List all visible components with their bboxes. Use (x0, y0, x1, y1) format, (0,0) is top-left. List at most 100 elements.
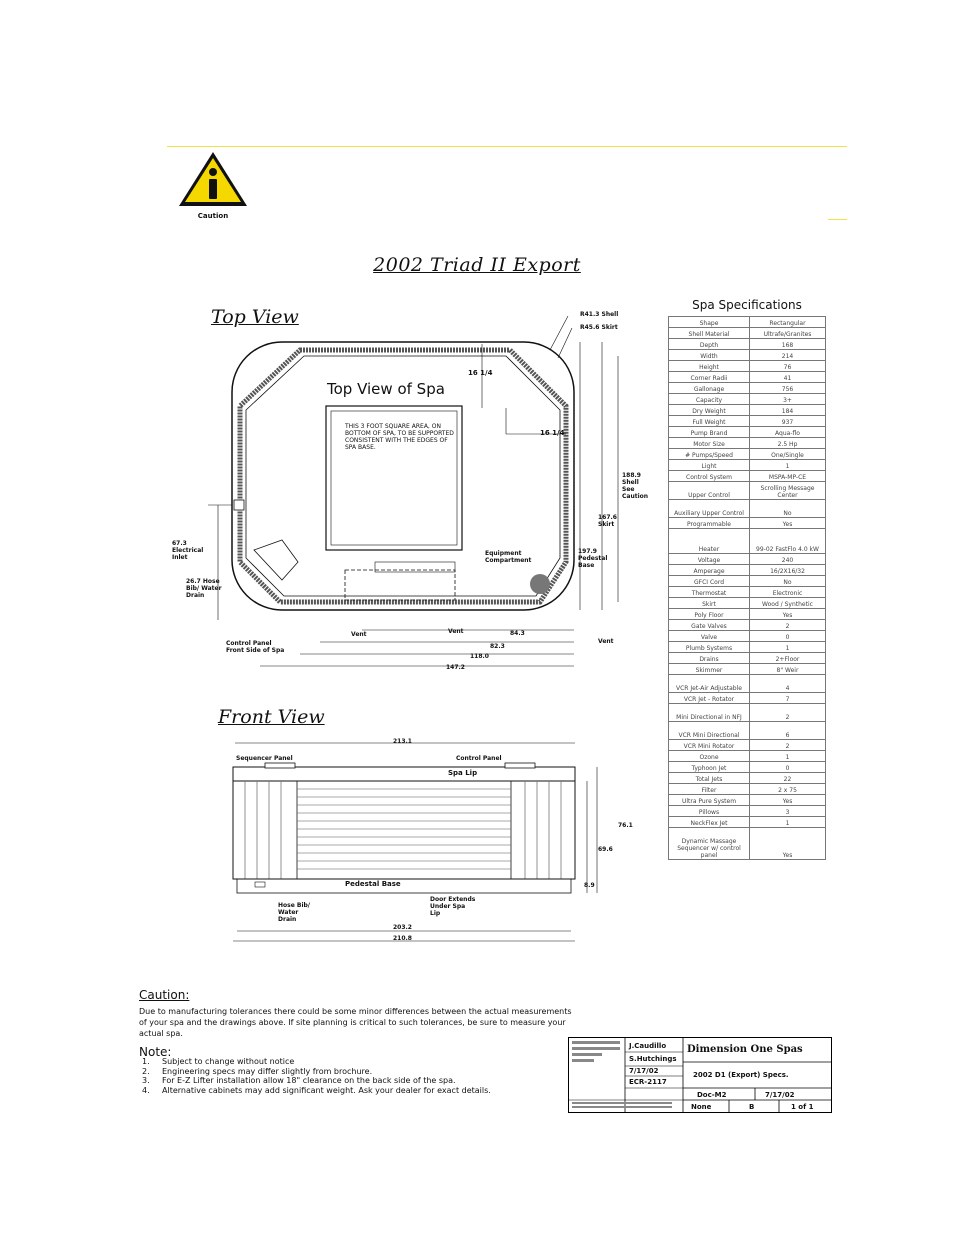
title-block-engineer: S.Hutchings (629, 1055, 677, 1063)
spec-value: 22 (749, 772, 826, 784)
spec-name: Gate Valves (668, 619, 750, 631)
width-203: 203.2 (393, 924, 412, 931)
width-210: 210.8 (393, 935, 412, 942)
spec-value: No (749, 575, 826, 587)
spec-name: VCR Mini Directional (668, 721, 750, 740)
spec-value: Scrolling Message Center (749, 481, 826, 500)
spec-value: 0 (749, 630, 826, 642)
dim-84: 84.3 (510, 630, 525, 637)
spec-value: Yes (749, 827, 826, 860)
spec-value: Yes (749, 608, 826, 620)
sequencer-panel-label: Sequencer Panel (236, 755, 293, 762)
note-item: 4.Alternative cabinets may add significa… (142, 1085, 491, 1095)
spec-name: Mini Directional in NFJ (668, 703, 750, 722)
title-block-rev: B (749, 1103, 755, 1111)
shell-radius-label: R41.3 Shell (580, 311, 619, 318)
caution-text: Due to manufacturing tolerances there co… (139, 1007, 572, 1038)
note-item: 2.Engineering specs may differ slightly … (142, 1066, 373, 1076)
spec-name: Full Weight (668, 415, 750, 427)
spec-name: Poly Floor (668, 608, 750, 620)
dim-82: 82.3 (490, 643, 505, 650)
spec-value: Electronic (749, 586, 826, 598)
title-block-drawing: Doc-M2 (697, 1091, 727, 1099)
spec-name: Typhoon Jet (668, 761, 750, 773)
spec-value: 184 (749, 404, 826, 416)
dim-16-a: 16 1/4 (468, 369, 493, 377)
spec-value: 6 (749, 721, 826, 740)
title-block-scale: None (691, 1103, 712, 1111)
spec-value: 16/2X16/32 (749, 564, 826, 576)
top-view-drawing (208, 315, 619, 667)
title-block-date-2: 7/17/02 (765, 1091, 795, 1099)
spec-value: Yes (749, 794, 826, 806)
note-item: 1.Subject to change without notice (142, 1057, 295, 1066)
title-block-company: Dimension One Spas (687, 1044, 803, 1055)
front-overall-width: 213.1 (393, 738, 412, 745)
spec-name: Upper Control (668, 481, 750, 500)
control-panel-label: Control Panel Front Side of Spa (226, 640, 285, 654)
shell-see-caution-label: 188.9 Shell See Caution (622, 472, 649, 500)
dim-118: 118.0 (470, 653, 489, 660)
skirt-radius-label: R45.6 Skirt (580, 324, 618, 331)
spec-value: 2 (749, 619, 826, 631)
spec-value: Yes (749, 517, 826, 529)
spec-name: Thermostat (668, 586, 750, 598)
spec-value: 2 (749, 703, 826, 722)
spec-value: 214 (749, 349, 826, 361)
spec-value: 3 (749, 805, 826, 817)
spa-lip-label: Spa Lip (448, 769, 478, 777)
spec-name: Filter (668, 783, 750, 795)
spec-name: Pillows (668, 805, 750, 817)
header-rule (167, 146, 847, 147)
note-list: 1.Subject to change without notice 2.Eng… (142, 1057, 582, 1095)
pedestal-base-front-label: Pedestal Base (345, 880, 401, 888)
spec-value: 2 x 75 (749, 783, 826, 795)
top-view-inner-label: Top View of Spa (327, 380, 445, 398)
height-69: 69.6 (598, 846, 613, 853)
spec-name: Auxiliary Upper Control (668, 499, 750, 518)
caution-icon-label: Caution (197, 212, 229, 220)
spec-value: 76 (749, 360, 826, 372)
spec-value: 41 (749, 371, 826, 383)
spec-name: Valve (668, 630, 750, 642)
spec-name: NeckFlex Jet (668, 816, 750, 828)
spec-name: GFCI Cord (668, 575, 750, 587)
spec-value: 3+ (749, 393, 826, 405)
spec-value: 2.5 Hp (749, 437, 826, 449)
spec-name: Light (668, 459, 750, 471)
spec-value: MSPA-MP-CE (749, 470, 826, 482)
spec-name: # Pumps/Speed (668, 448, 750, 460)
electrical-inlet-label: 67.3 Electrical Inlet (172, 540, 204, 561)
title-block-ecr: ECR-2117 (629, 1078, 667, 1086)
height-8: 8.9 (584, 882, 595, 889)
spec-value: Ultrafe/Granites (749, 327, 826, 339)
spec-name: VCR Jet - Rotator (668, 692, 750, 704)
spec-name: Dynamic Massage Sequencer w/ control pan… (668, 827, 750, 860)
equipment-compartment-label: Equipment Compartment (485, 550, 532, 564)
spec-name: Ultra Pure System (668, 794, 750, 806)
spec-value: One/Single (749, 448, 826, 460)
caution-icon-group: Caution (177, 150, 249, 222)
spec-value: Aqua-flo (749, 426, 826, 438)
spec-value: 2 (749, 739, 826, 751)
